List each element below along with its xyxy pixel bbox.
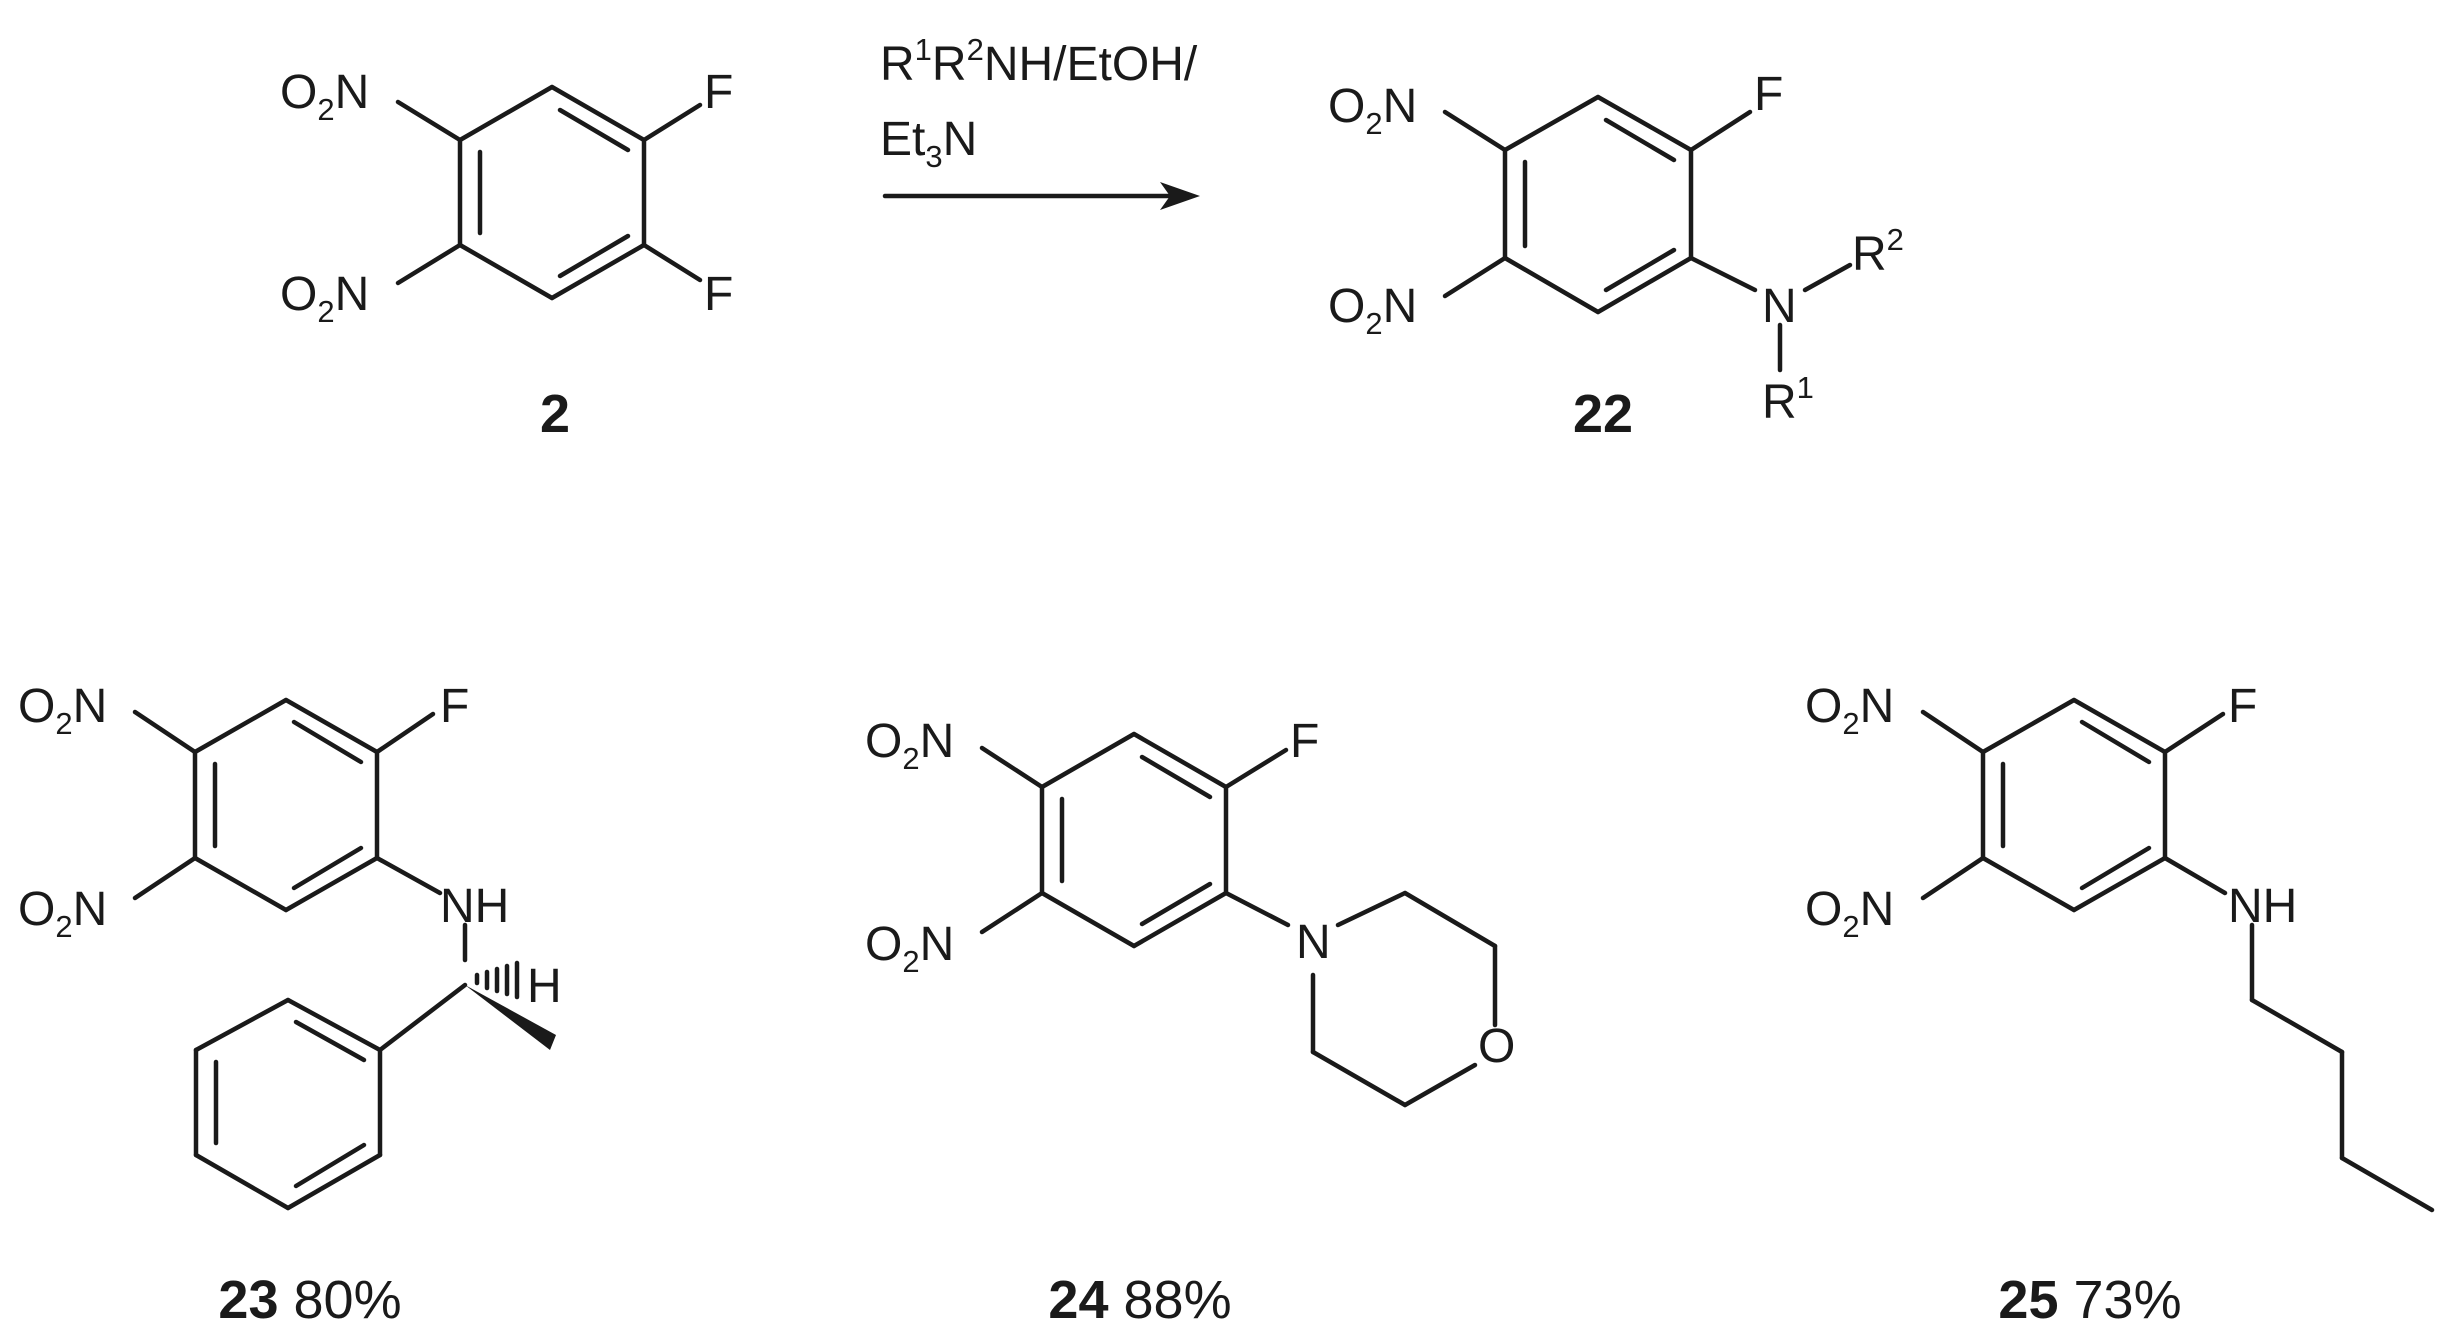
fluorine-label: F [2228,680,2257,733]
fluorine-label: F [704,66,733,119]
compound-22-structure: O2N O2N F N R2 R1 22 [1328,68,1904,444]
solid-wedge-bond [465,985,556,1050]
benzene-ring [1980,697,2168,913]
hydrogen-label: H [527,960,562,1013]
nitro-group-label: O2N [280,66,369,127]
compound-label: 22 [1573,384,1633,444]
fluorine-label: F [1290,715,1319,768]
substituent-r1-label: R1 [1762,370,1814,429]
reagent-line-1: R1R2NH/EtOH/ [880,32,1198,91]
nitro-group-label: O2N [1805,883,1894,944]
nitrogen-label: N [1296,916,1331,969]
bond-c-no2-top [395,99,463,143]
benzene-ring [1039,731,1229,949]
compound-caption: 24 88% [1048,1270,1231,1330]
compound-label: 2 [540,384,570,444]
nitro-group-label: O2N [1328,280,1417,341]
benzene-ring [457,84,647,301]
nitro-group-label: O2N [18,883,107,944]
bond-chiral-c-phenyl [377,982,468,1053]
fluorine-label: F [1754,68,1783,121]
fluorine-label: F [704,268,733,321]
reaction-arrow-head [1160,182,1200,210]
bond-c-f-top [641,102,703,143]
hashed-wedge-bond [474,960,520,1000]
nitrogen-label: N [1762,280,1797,333]
compound-24-structure: O2N O2N F N O 24 88% [865,715,1515,1330]
butyl-chain [2249,922,2435,1213]
reaction-conditions: R1R2NH/EtOH/ Et3N [880,32,1200,210]
reagent-line-2: Et3N [880,113,977,174]
bond-n-r2 [1802,262,1853,293]
compound-caption: 25 73% [1998,1270,2181,1330]
compound-25-structure: O2N O2N F NH 25 73% [1805,680,2435,1330]
nitro-group-label: O2N [18,680,107,741]
bond-c-n [1688,255,1758,293]
benzene-ring [1502,94,1694,315]
nitro-group-label: O2N [1805,680,1894,741]
benzene-ring [192,697,380,913]
nitro-group-label: O2N [865,715,954,776]
nitro-group-label: O2N [865,918,954,979]
morpholine-ring [1310,890,1498,1108]
phenyl-ring [193,997,383,1211]
bond-c-f-bottom [641,242,703,283]
amine-label: NH [2228,880,2297,933]
nitro-group-label: O2N [280,268,369,329]
compound-23-structure: O2N O2N F NH H 23 80% [18,680,562,1330]
oxygen-label: O [1478,1020,1515,1073]
nitro-group-label: O2N [1328,80,1417,141]
compound-caption: 23 80% [218,1270,401,1330]
compound-2-structure: O2N O2N F F 2 [280,66,733,444]
bond-c-no2-bottom [395,242,463,286]
amine-label: NH [440,880,509,933]
fluorine-label: F [440,680,469,733]
substituent-r2-label: R2 [1852,222,1904,281]
